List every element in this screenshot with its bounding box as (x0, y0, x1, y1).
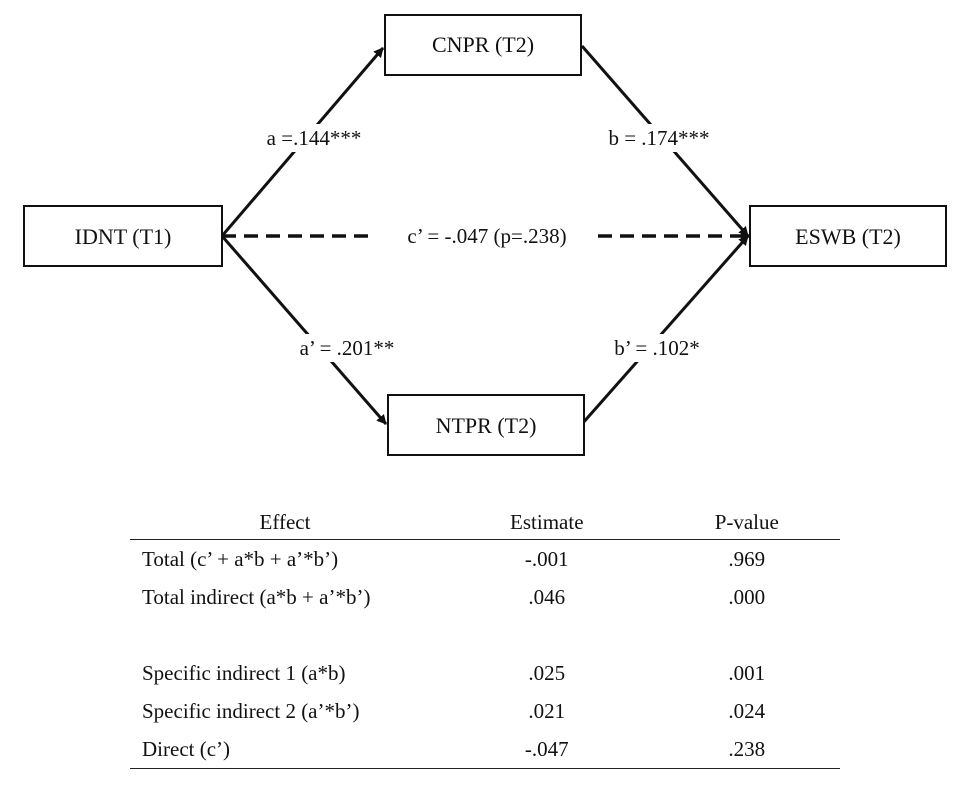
path-a-prime-label: a’ = .201** (300, 336, 395, 360)
p-value-cell: .000 (728, 584, 766, 609)
effect-cell: Total (c’ + a*b + a’*b’) (142, 546, 339, 571)
estimate-cell: .025 (528, 660, 566, 685)
node-ntpr-box (387, 394, 585, 456)
estimate-cell: -.001 (524, 546, 569, 571)
node-eswb-label: ESWB (T2) (795, 224, 901, 249)
path-a-prime-arrow (220, 235, 388, 425)
effect-cell: Specific indirect 1 (a*b) (142, 660, 346, 685)
path-a-label: a =.144*** (267, 126, 362, 150)
table-row: Total (c’ + a*b + a’*b’) -.001 .969 (130, 540, 840, 579)
p-value-cell (654, 616, 840, 654)
path-b-label: b = .174*** (608, 126, 709, 150)
node-cnpr-box (384, 14, 582, 76)
p-value-cell: .024 (728, 698, 766, 723)
node-eswb-box (749, 205, 947, 267)
estimate-cell: -.047 (440, 730, 654, 769)
estimate-cell: .021 (528, 698, 566, 723)
estimate-cell: .046 (528, 584, 566, 609)
path-b-prime-label: b’ = .102* (614, 336, 700, 360)
header-effect: Effect (130, 505, 440, 540)
p-value-cell: .001 (728, 660, 766, 685)
table-row: Specific indirect 1 (a*b) .025 .001 (130, 654, 840, 692)
node-idnt-label: IDNT (T1) (75, 224, 172, 249)
header-p-value: P-value (653, 505, 840, 540)
header-estimate: Estimate (440, 505, 654, 540)
p-value-cell: .238 (653, 730, 840, 769)
effect-cell (130, 616, 440, 654)
effect-cell: Direct (c’) (130, 730, 440, 769)
effect-cell: Specific indirect 2 (a’*b’) (142, 698, 360, 723)
effect-cell: Total indirect (a*b + a’*b’) (142, 584, 371, 609)
table-spacer-row (130, 616, 840, 654)
estimate-cell (440, 616, 654, 654)
node-ntpr-label: NTPR (T2) (436, 413, 537, 438)
node-idnt-box (23, 205, 223, 267)
node-cnpr-label: CNPR (T2) (432, 32, 534, 57)
effects-table: Effect Estimate P-value Total (c’ + a*b … (130, 505, 840, 769)
path-c-prime-label: c’ = -.047 (p=.238) (407, 224, 566, 248)
table-row: Specific indirect 2 (a’*b’) .021 .024 (130, 692, 840, 730)
mediation-diagram: IDNT (T1) CNPR (T2) NTPR (T2) ESWB (T2) … (23, 14, 947, 456)
table-header-row: Effect Estimate P-value (130, 505, 840, 540)
p-value-cell: .969 (728, 546, 766, 571)
path-b-prime-arrow (580, 235, 750, 425)
table-row: Direct (c’) -.047 .238 (130, 730, 840, 769)
table-row: Total indirect (a*b + a’*b’) .046 .000 (130, 578, 840, 616)
